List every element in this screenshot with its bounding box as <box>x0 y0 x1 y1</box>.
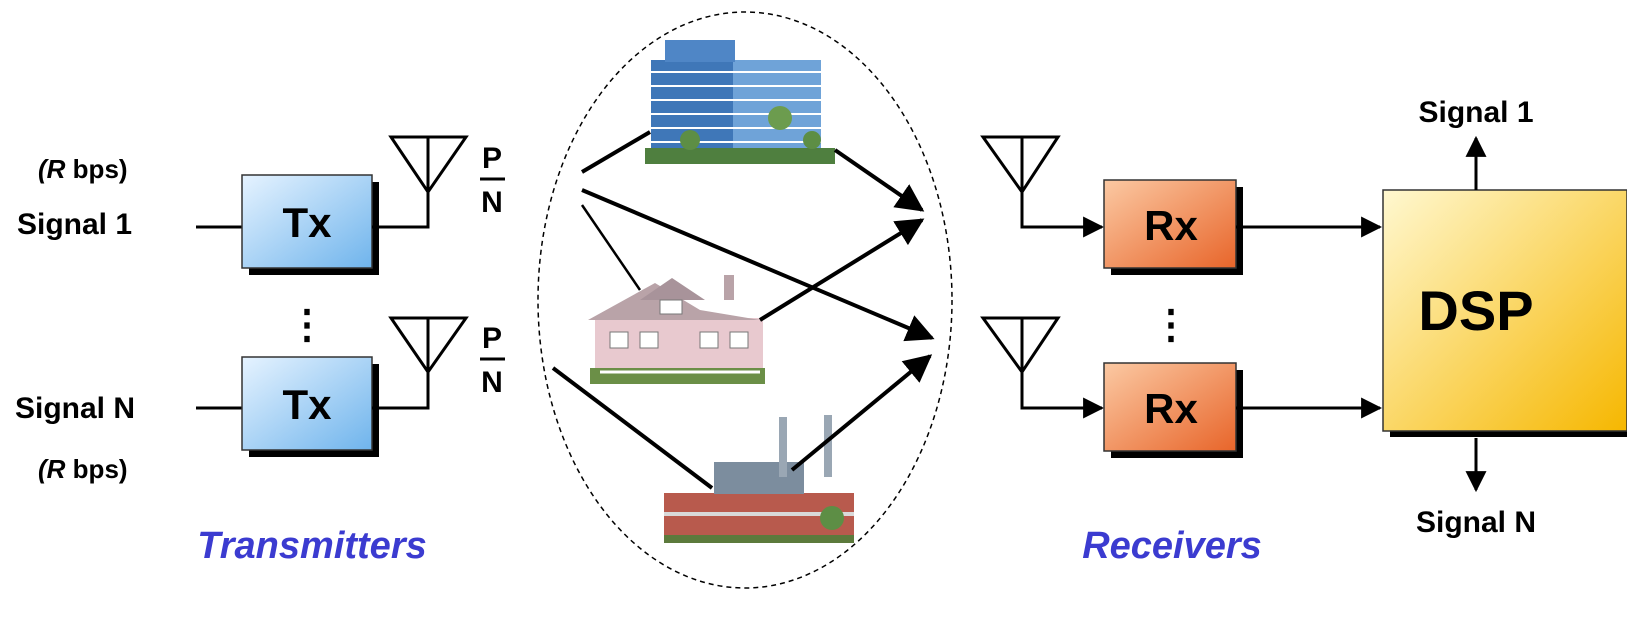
path-factory-to-rx2 <box>790 354 933 472</box>
rx2-antenna-icon <box>980 316 1061 375</box>
transmitters-group-label: Transmitters <box>197 525 427 567</box>
tx1-power-numerator: P <box>482 142 502 175</box>
path-tx1-to-rx2 <box>581 188 935 342</box>
path-tx2-to-factory <box>551 366 714 490</box>
receivers-group-label: Receivers <box>1082 525 1262 567</box>
tx2-antenna-icon <box>388 316 469 375</box>
house-icon <box>588 275 765 384</box>
path-building-to-rx1 <box>833 148 925 212</box>
channel-ellipse <box>537 11 953 589</box>
tx2-power-numerator: P <box>482 322 502 355</box>
rx1-box-label: Rx <box>1144 202 1198 249</box>
rx1-antenna-icon <box>980 135 1061 195</box>
path-tx1-to-house <box>580 204 642 291</box>
tx1-antenna-feed <box>372 192 430 229</box>
tx1-antenna-icon <box>388 135 469 195</box>
dsp-output-top-label: Signal 1 <box>1418 96 1533 129</box>
factory-icon <box>664 415 854 543</box>
tx1-power-denominator: N <box>481 186 503 219</box>
path-tx1-to-building <box>580 130 652 174</box>
office-building-icon <box>645 40 835 164</box>
rx2-box-label: Rx <box>1144 385 1198 432</box>
tx2-box-label: Tx <box>282 381 332 428</box>
dsp-box <box>1382 189 1627 432</box>
tx2-antenna-feed <box>372 372 430 410</box>
tx2-power-denominator: N <box>481 366 503 399</box>
rx1-box <box>1103 179 1237 269</box>
path-house-to-rx1 <box>758 218 925 322</box>
tx1-signal-label: Signal 1 <box>17 208 132 241</box>
tx2-signal-label: Signal N <box>15 392 135 425</box>
rx-ellipsis: ⋮ <box>1151 303 1191 347</box>
tx1-rate-label: (R bps) <box>38 154 128 184</box>
tx2-rate-label: (R bps) <box>38 454 128 484</box>
rx2-antenna-feed <box>1020 372 1105 419</box>
tx1-box-label: Tx <box>282 199 332 246</box>
tx2-box <box>241 356 373 451</box>
tx-ellipsis: ⋮ <box>287 303 327 347</box>
rx2-box <box>1103 362 1237 452</box>
dsp-label: DSP <box>1418 279 1533 342</box>
tx1-box <box>241 174 373 269</box>
dsp-output-bottom-label: Signal N <box>1416 506 1536 539</box>
rx1-antenna-feed <box>1020 192 1105 238</box>
